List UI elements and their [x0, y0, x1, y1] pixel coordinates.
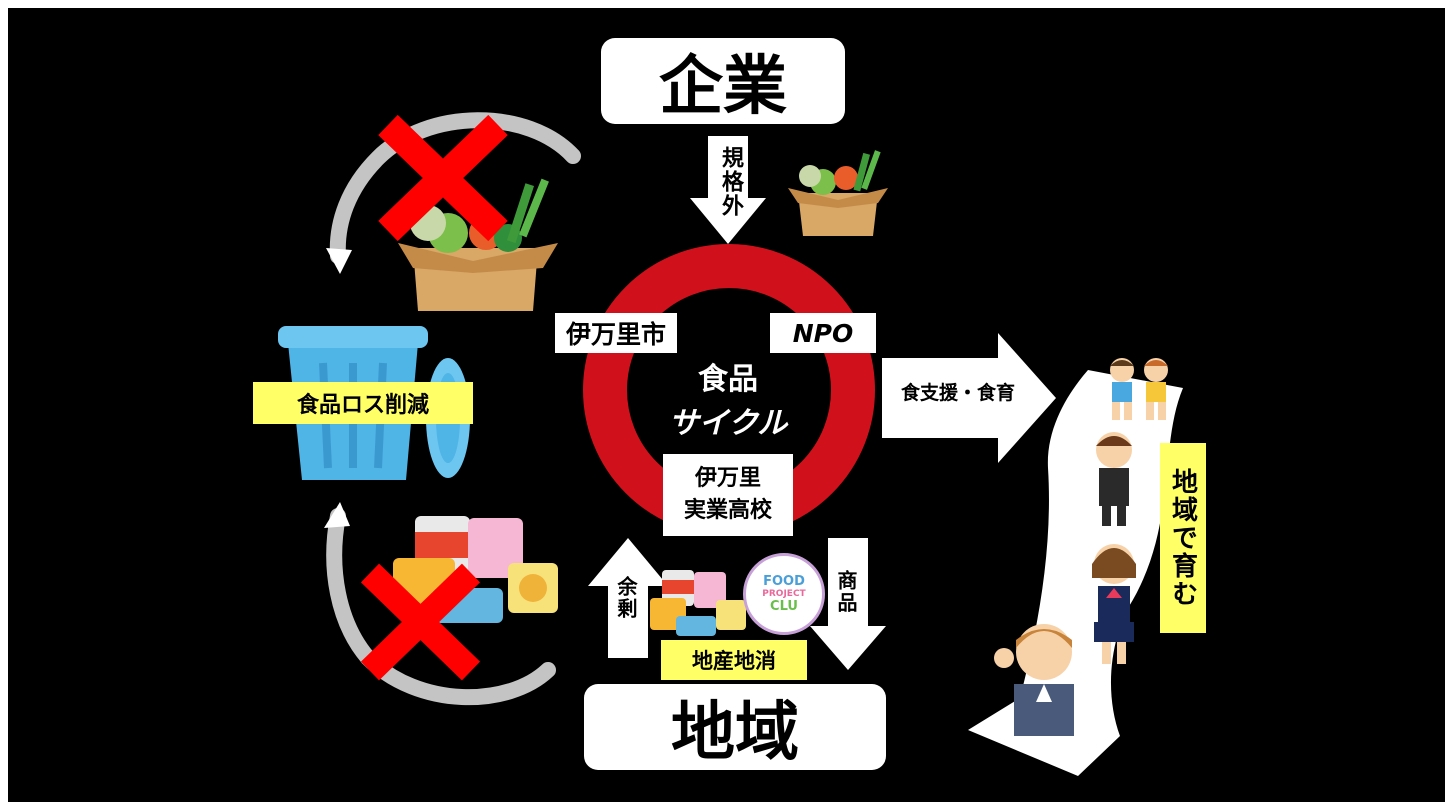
arrow-food-support — [882, 333, 1056, 463]
nonstandard-label: 規格外 — [718, 146, 743, 218]
produce-box-small-icon — [788, 150, 888, 236]
student-boy-icon — [1096, 432, 1132, 526]
imari-city-label: 伊万里市 — [555, 313, 677, 353]
community-box: 地域 — [584, 684, 886, 770]
logo-line-2: PROJECT — [762, 588, 806, 599]
logo-line-1: FOOD — [763, 573, 805, 589]
local-production-label: 地産地消 — [661, 640, 807, 680]
school-line-2: 実業高校 — [683, 498, 772, 523]
school-line-1: 伊万里 — [694, 466, 761, 491]
food-support-label: 食支援・食育 — [900, 382, 1015, 404]
logo-line-3: CLU — [770, 598, 798, 614]
cycle-arrow-bottom-head — [324, 502, 350, 528]
raise-in-community-label: 地域で育む — [1160, 443, 1206, 633]
cycle-arrow-top-head — [326, 248, 352, 274]
diagram-canvas: 企業 規格外 食品ロス削減 — [8, 8, 1445, 802]
company-label: 企業 — [659, 50, 787, 124]
canned-goods-small-icon — [650, 570, 746, 636]
community-label: 地域 — [671, 696, 799, 770]
cross-icon-top — [378, 114, 508, 242]
food-loss-label: 食品ロス削減 — [253, 382, 473, 424]
arrow-nonstandard — [690, 136, 766, 244]
cycle-line-1: 食品 — [698, 362, 758, 397]
student-girl-icon — [1092, 544, 1136, 664]
children-icon — [1110, 358, 1168, 420]
cycle-line-2: サイクル — [668, 406, 788, 441]
arrow-surplus — [588, 538, 668, 658]
cross-icon-bottom — [360, 563, 481, 681]
school-label: 伊万里 実業高校 — [663, 454, 793, 536]
company-box: 企業 — [601, 38, 845, 124]
adult-man-icon — [994, 624, 1074, 736]
surplus-label: 余剰 — [614, 576, 638, 620]
arrow-products — [810, 538, 886, 670]
cycle-center-text: 食品 サイクル — [648, 358, 808, 446]
products-label: 商品 — [834, 570, 858, 614]
food-project-logo: FOOD PROJECT CLU — [743, 553, 825, 635]
growth-path — [968, 370, 1183, 776]
npo-label: NPO — [770, 313, 876, 353]
